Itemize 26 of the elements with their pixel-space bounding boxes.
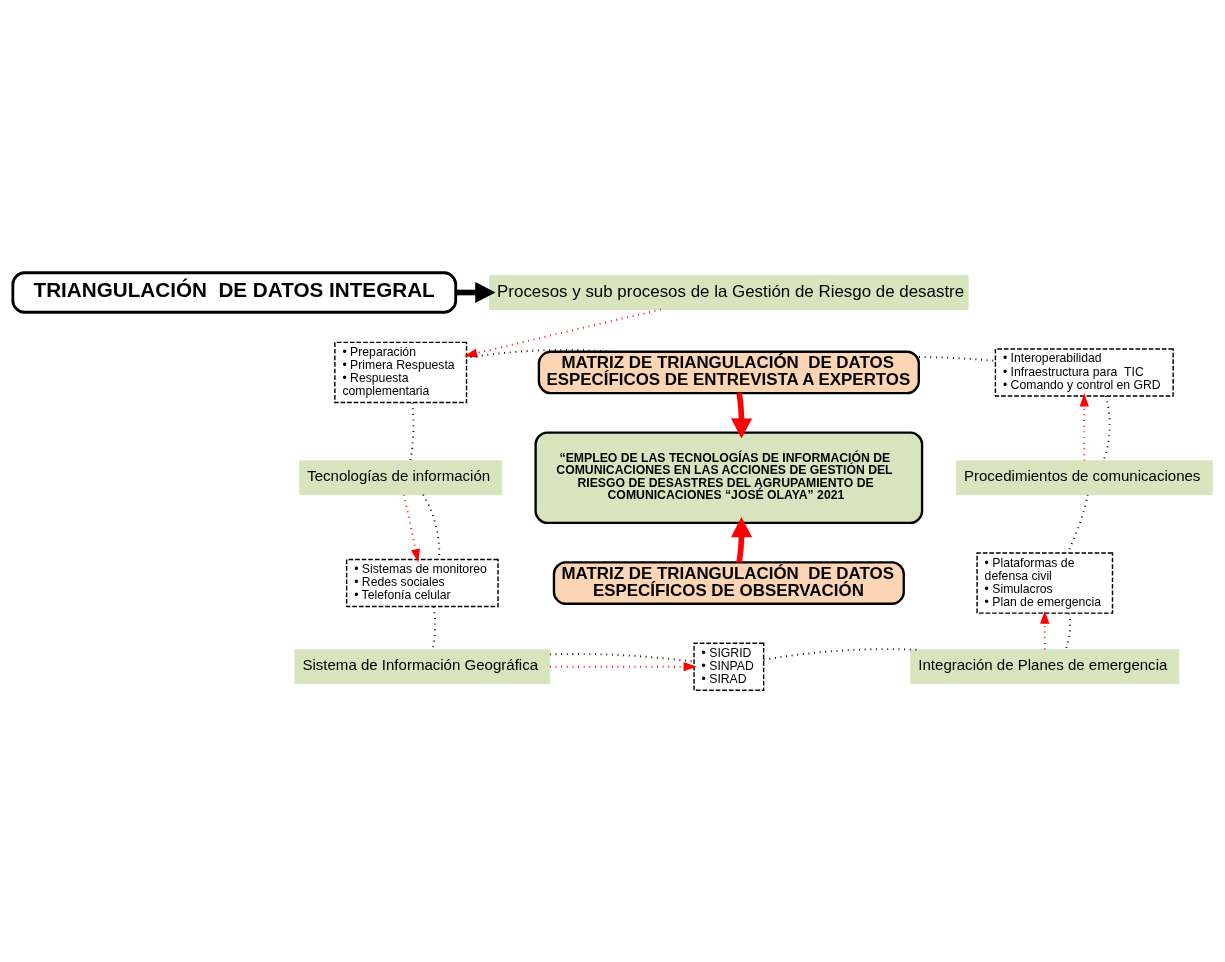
arrow: [403, 493, 420, 562]
arrow: [464, 308, 662, 358]
arrow: [730, 392, 753, 439]
connector: [1064, 612, 1072, 650]
node-box: MATRIZ DE TRIANGULACIÓN DE DATOS ESPECÍFICOS DE OBSERVACIÓN: [552, 560, 905, 605]
connector: [548, 652, 695, 663]
connector: [409, 401, 415, 461]
node-box: Procesos y sub procesos de la Gestión de Riesgo de desastre: [489, 274, 969, 310]
node-box: • Preparación • Primera Respuesta • Respuesta complementaria: [334, 341, 468, 403]
node-box: TRIANGULACIÓN DE DATOS INTEGRAL: [11, 270, 458, 314]
arrow: [548, 661, 697, 671]
node-box: • Interoperabilidad • Infraestructura para TIC • Comando y control en GRD: [994, 347, 1174, 397]
node-box: “EMPLEO DE LAS TECNOLOGÍAS DE INFORMACIÓN DE COMUNICACIONES EN LAS ACCIONES DE GESTIÓN DEL RIESGO DE DESASTRES DEL AGRUPAMIENTO DE COMUNICACIONES “JOSÉ OLAYA” 2021: [534, 430, 924, 524]
node-box: Procedimientos de comunicaciones: [955, 459, 1213, 495]
arrow: [1079, 392, 1089, 461]
connector: [1102, 394, 1111, 461]
node-box: Tecnologías de información: [299, 459, 503, 495]
node-box: Sistema de Información Geográfica: [294, 648, 551, 684]
node-box: • Plataformas de defensa civil • Simulacros • Plan de emergencia: [976, 551, 1114, 614]
arrow: [730, 516, 753, 563]
node-box: Integración de Planes de emergencia: [910, 648, 1180, 684]
node-box: • Sistemas de monitoreo • Redes sociales • Telefonía celular: [345, 558, 499, 607]
connector: [465, 348, 614, 359]
arrow: [455, 281, 496, 303]
node-box: MATRIZ DE TRIANGULACIÓN DE DATOS ESPECÍFICOS DE ENTREVISTA A EXPERTOS: [537, 350, 920, 394]
node-box: • SIGRID • SINPAD • SIRAD: [693, 642, 765, 691]
